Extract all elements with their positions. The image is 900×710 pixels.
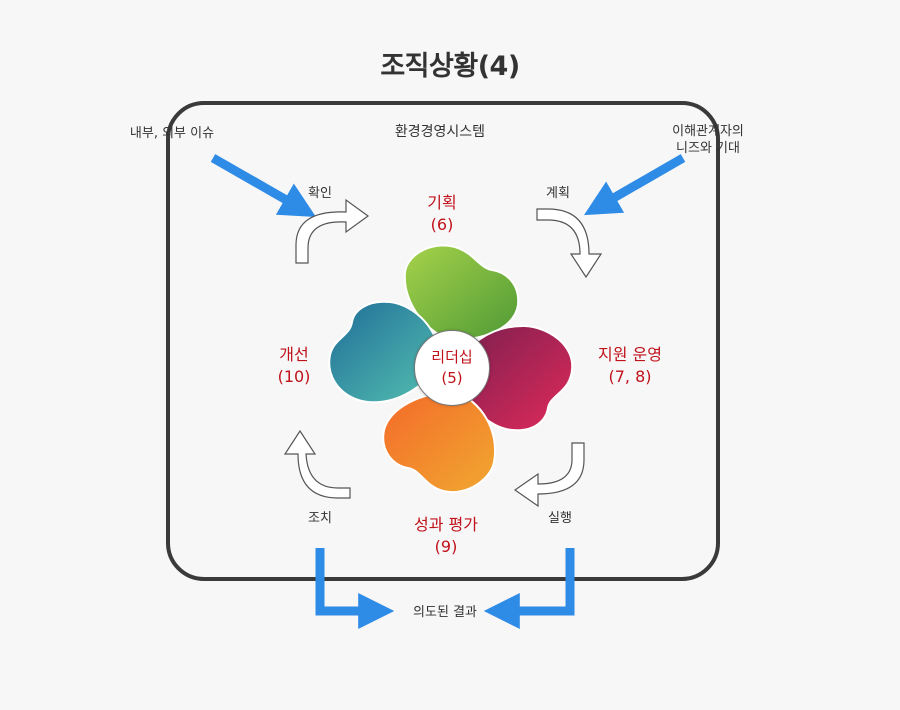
check-label: 확인 (308, 186, 332, 201)
planning-text: 기획 (6) (400, 192, 484, 236)
system-frame (166, 101, 720, 581)
leadership-label: 리더십 (431, 348, 473, 366)
leadership-clause: (5) (441, 369, 463, 387)
planning-clause: (6) (430, 215, 454, 234)
stakeholder-arrow (583, 154, 686, 216)
planning-petal (403, 244, 520, 342)
outcome-arrow-left (315, 548, 395, 629)
stakeholders-label: 이해관계자의 니즈와 기대 (660, 123, 756, 157)
outcome-arrow-right (483, 548, 575, 629)
frame-label: 환경경영시스템 (394, 124, 486, 140)
support-label: 지원 운영 (598, 345, 662, 364)
improvement-clause: (10) (277, 367, 311, 386)
plan-step-label: 계획 (546, 186, 570, 201)
act-cycle-arrow (283, 429, 351, 499)
support-text: 지원 운영 (7, 8) (580, 344, 680, 388)
check-cycle-arrow (295, 198, 370, 264)
improvement-petal (328, 300, 442, 404)
plan-cycle-arrow (536, 208, 603, 279)
act-step-label: 조치 (308, 511, 332, 526)
leadership-circle: 리더십 (5) (414, 330, 490, 406)
improvement-text: 개선 (10) (262, 344, 326, 388)
page-title: 조직상황(4) (380, 51, 520, 82)
external-issues-label: 내부, 외부 이슈 (129, 126, 215, 141)
planning-label: 기획 (427, 193, 457, 212)
do-step-label: 실행 (548, 511, 572, 526)
evaluation-label: 성과 평가 (414, 515, 478, 534)
outcome-label: 의도된 결과 (413, 605, 477, 620)
do-cycle-arrow (513, 442, 585, 508)
support-clause: (7, 8) (608, 367, 652, 386)
improvement-label: 개선 (279, 345, 309, 364)
stakeholders-label-line2: 니즈와 기대 (676, 141, 740, 156)
evaluation-clause: (9) (434, 537, 458, 556)
stakeholders-label-line1: 이해관계자의 (672, 124, 744, 139)
evaluation-petal (382, 390, 497, 493)
evaluation-text: 성과 평가 (9) (396, 514, 496, 558)
external-issues-arrow (210, 154, 317, 218)
